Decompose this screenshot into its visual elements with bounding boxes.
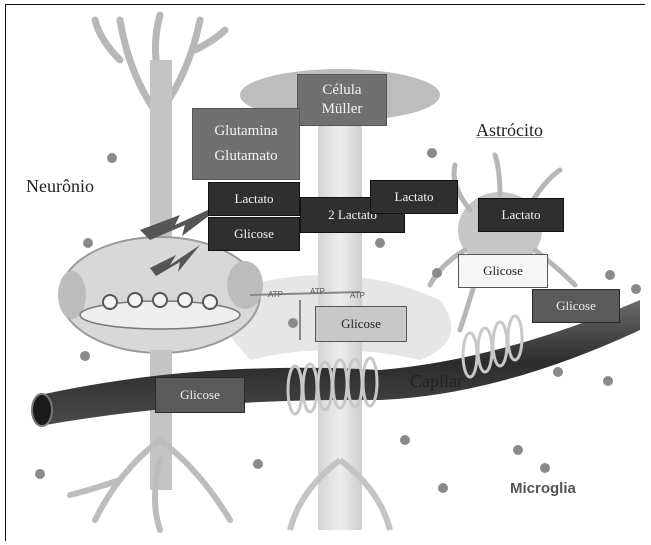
muller-line-2: Müller xyxy=(322,100,363,119)
glutamine-glutamate-box: Glutamina Glutamato xyxy=(192,108,300,180)
neuron-label: Neurônio xyxy=(26,176,94,197)
capillary-label: Capilar xyxy=(410,371,463,392)
atp-label: ATP xyxy=(310,287,325,296)
lactato-astrocyte-box: Lactato xyxy=(478,198,564,232)
glicose-right-box: Glicose xyxy=(532,289,620,323)
atp-label: ATP xyxy=(268,290,283,299)
glicose-center-box: Glicose xyxy=(315,306,407,342)
muller-cell-box: Célula Müller xyxy=(297,74,387,126)
glicose-neuron-box: Glicose xyxy=(208,217,300,251)
capillary-open-end xyxy=(32,394,52,426)
lactato-mid-box: Lactato xyxy=(370,180,458,214)
microglia-label: Microglia xyxy=(510,480,576,497)
lactato-neuron-box: Lactato xyxy=(208,182,300,216)
glutamato-text: Glutamato xyxy=(214,147,277,166)
atp-label: ATP xyxy=(350,291,365,300)
neuron-axon-upper xyxy=(150,60,172,240)
synapse-right-knob xyxy=(227,261,263,309)
glicose-capillary-box: Glicose xyxy=(155,377,245,413)
glicose-astrocyte-box: Glicose xyxy=(458,254,548,288)
astrocyte-label: Astrócito xyxy=(476,120,543,141)
glutamina-text: Glutamina xyxy=(214,122,277,147)
muller-line-1: Célula xyxy=(322,81,361,100)
